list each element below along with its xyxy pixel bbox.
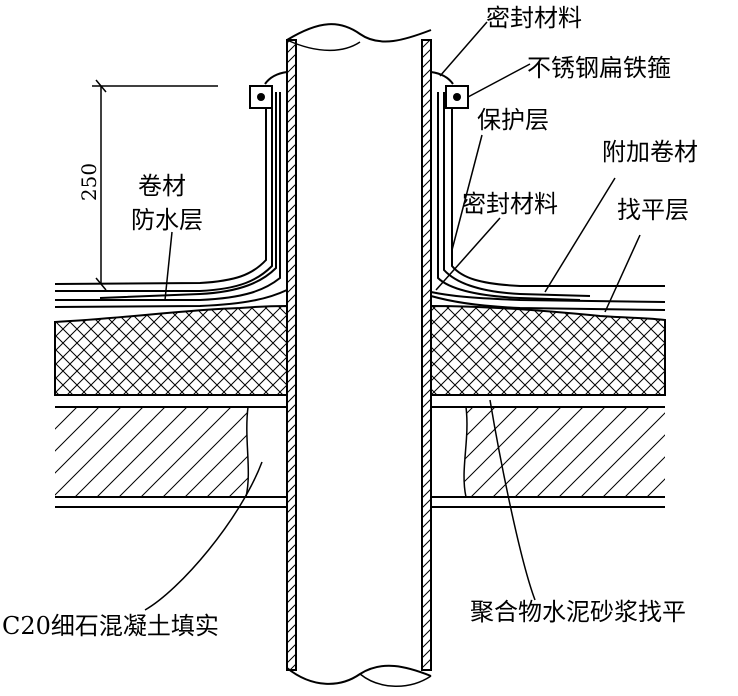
leader-protective (451, 134, 483, 251)
membrane-layers-right (430, 92, 666, 311)
label-sealant-inner: 密封材料 (462, 190, 558, 218)
membrane-layers-left (54, 92, 288, 308)
label-leveling-layer: 找平层 (617, 196, 689, 224)
dimension-value: 250 (77, 163, 101, 201)
leader-lines (144, 21, 641, 611)
leader-sealant-inner (435, 217, 501, 291)
dimension-250 (92, 79, 218, 291)
label-polymer-mortar: 聚合物水泥砂浆找平 (470, 598, 686, 626)
label-membrane-line1: 卷材 (138, 172, 186, 200)
leveling-layer-left (54, 304, 288, 396)
leader-leveling (604, 234, 641, 313)
leader-polymer (489, 399, 536, 601)
leader-c20 (144, 461, 263, 611)
label-steel-band: 不锈钢扁铁箍 (527, 54, 671, 82)
label-sealant-top: 密封材料 (486, 4, 582, 32)
label-protective-layer: 保护层 (477, 106, 549, 134)
concrete-slab-right (431, 407, 665, 497)
label-additional-membrane: 附加卷材 (602, 138, 698, 166)
pipe (286, 23, 432, 687)
leader-steel-band (467, 63, 531, 98)
label-c20-fill: C20细石混凝土填实 (2, 612, 219, 640)
leader-additional (544, 177, 616, 293)
leader-sealant-top (439, 21, 488, 77)
leveling-layer-right (430, 304, 666, 396)
polymer-mortar-right (430, 406, 468, 498)
leader-membrane (164, 231, 173, 301)
label-membrane-line2: 防水层 (131, 206, 203, 234)
